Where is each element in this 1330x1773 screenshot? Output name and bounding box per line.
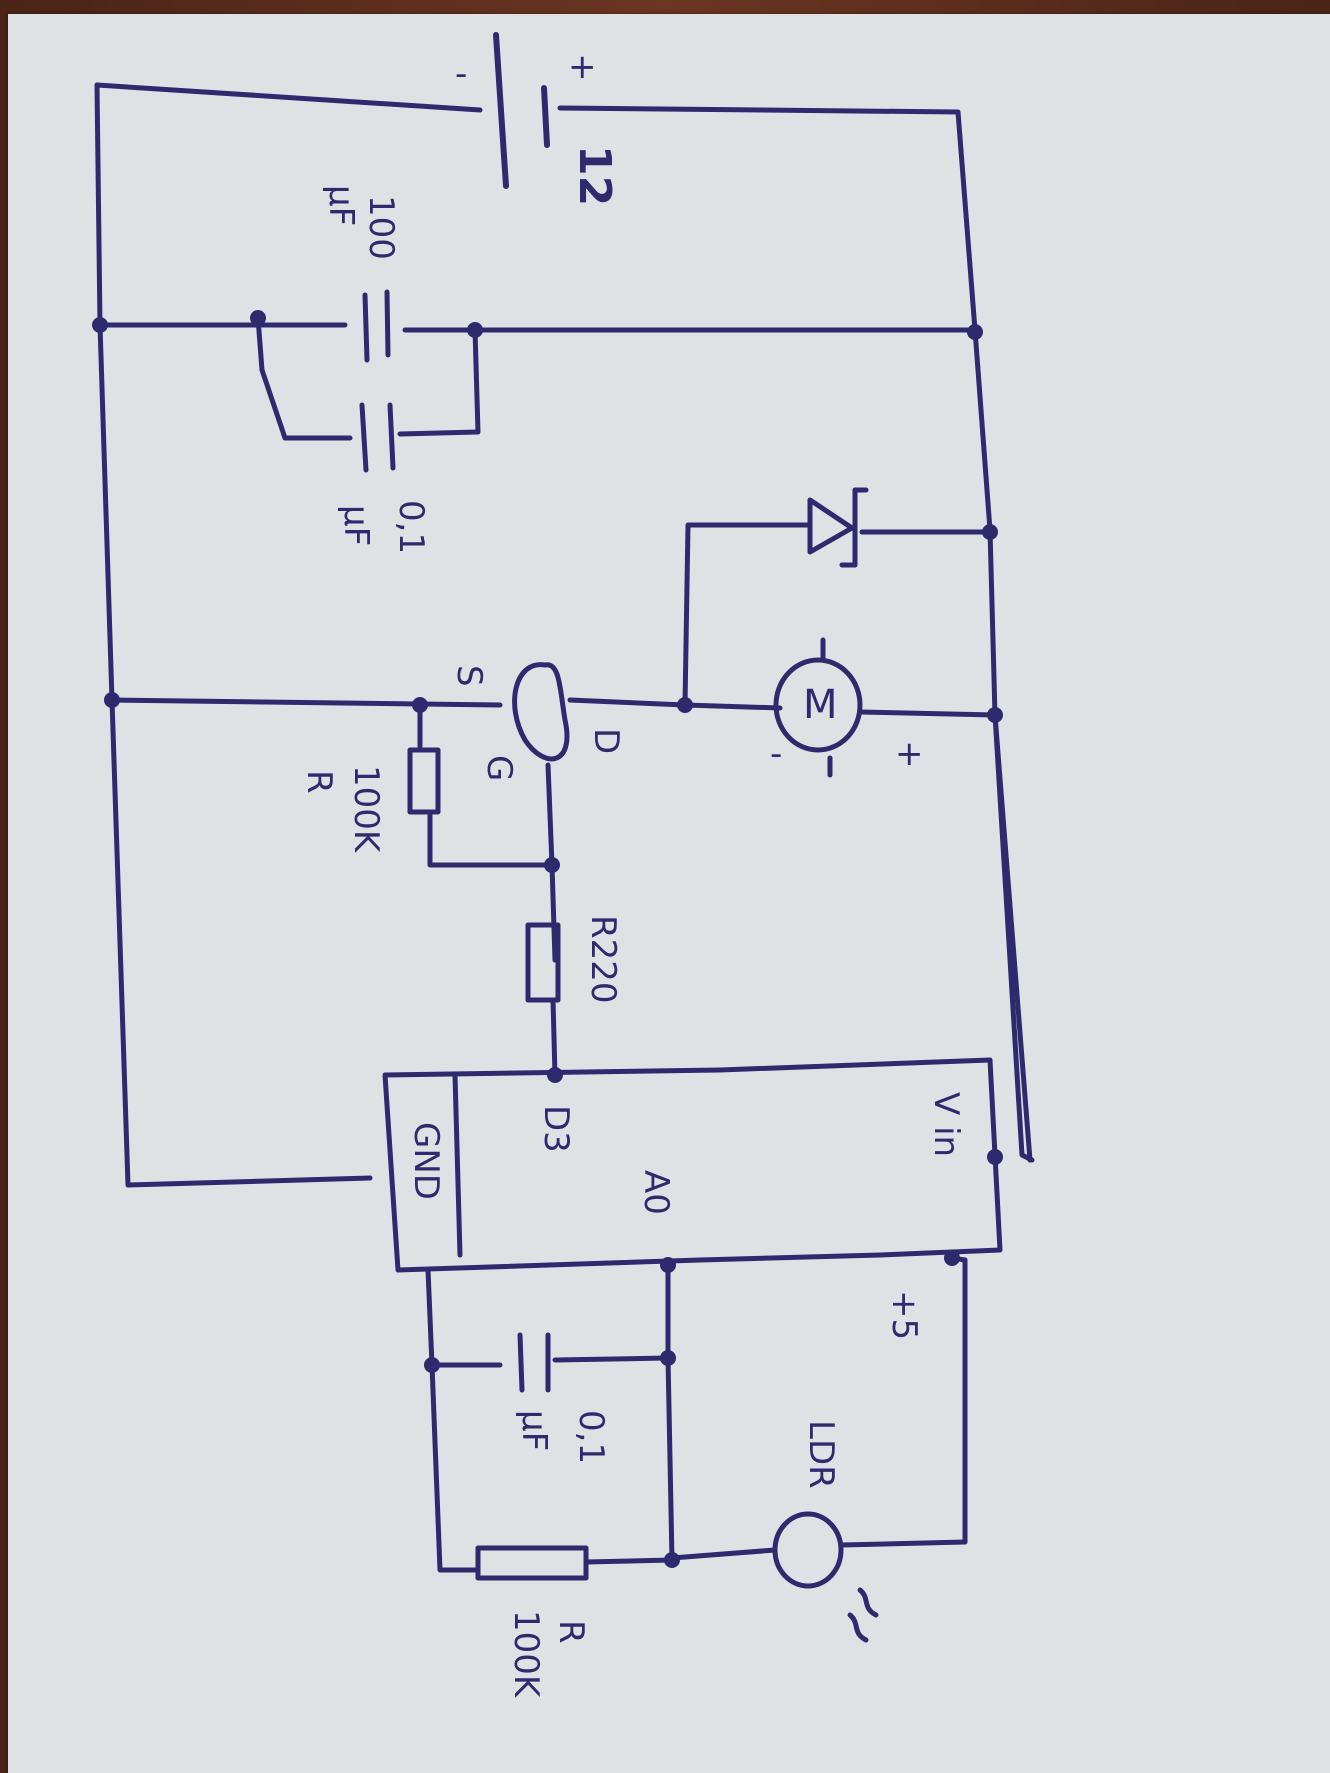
battery-minus-label: -	[455, 54, 467, 94]
junction-dot	[467, 322, 483, 338]
junction-dot	[412, 697, 428, 713]
gate-resistor-label: R220	[583, 915, 623, 1004]
mosfet-gate-label: G	[479, 755, 519, 781]
ldr-pulldown-label: R	[551, 1620, 591, 1644]
ground-rail	[94, 82, 483, 1188]
junction-dots	[92, 310, 1003, 1568]
battery-voltage-label: 12	[569, 145, 620, 206]
junction-dot	[987, 1149, 1003, 1165]
junction-dot	[250, 310, 266, 326]
junction-dot	[677, 697, 693, 713]
mcu-gnd-label: GND	[406, 1122, 446, 1200]
gate-pulldown-resistor: 100K R	[299, 702, 555, 868]
junction-dot	[660, 1350, 676, 1366]
mcu-d3-label: D3	[536, 1105, 576, 1153]
cap-0-1uf-unit: µF	[336, 505, 376, 546]
capacitor-100uf: 100 µF	[97, 185, 978, 363]
mcu-a0-label: A0	[636, 1170, 676, 1215]
gate-resistor-r220: R220	[525, 915, 623, 1078]
light-arrow-icon	[857, 1587, 879, 1618]
ldr-pulldown-resistor: R 100K	[429, 1362, 675, 1699]
mcu-5v-label: +5	[884, 1290, 924, 1340]
junction-dot	[92, 317, 108, 333]
cap-100uf-unit: µF	[321, 185, 361, 226]
a0-node-wire	[665, 1262, 675, 1563]
junction-dot	[660, 1257, 676, 1273]
battery-plus-label: +	[568, 47, 597, 87]
capacitor-0-1uf-bulk: 0,1 µF	[255, 315, 481, 554]
adc-cap-value: 0,1	[571, 1410, 611, 1464]
junction-dot	[967, 324, 983, 340]
ldr-pulldown-value: 100K	[506, 1610, 546, 1699]
mosfet-source-label: S	[449, 665, 489, 687]
ldr-label: LDR	[801, 1420, 841, 1489]
junction-dot	[987, 707, 1003, 723]
gate-pulldown-value: 100K	[346, 765, 386, 854]
mcu-vin-label: V in	[926, 1092, 966, 1157]
flyback-diode	[682, 487, 993, 708]
battery-12v: - + 12	[455, 32, 620, 206]
adc-filter-capacitor: 0,1 µF	[425, 1267, 671, 1464]
junction-dot	[104, 692, 120, 708]
light-arrow-icon	[847, 1612, 869, 1643]
microcontroller-board: GND D3 A0 V in +5	[382, 1057, 1003, 1340]
positive-rail	[557, 105, 1035, 1163]
motor-label: M	[803, 682, 838, 728]
gate-pulldown-label: R	[299, 770, 339, 794]
junction-dot	[544, 857, 560, 873]
motor: M + -	[682, 637, 998, 778]
junction-dot	[664, 1552, 680, 1568]
motor-plus-label: +	[895, 734, 924, 774]
junction-dot	[944, 1250, 960, 1266]
motor-minus-label: -	[770, 734, 782, 774]
mosfet-drain-label: D	[586, 728, 626, 754]
junction-dot	[424, 1357, 440, 1373]
junction-dot	[982, 524, 998, 540]
adc-cap-unit: µF	[514, 1410, 554, 1451]
junction-dot	[547, 1067, 563, 1083]
cap-0-1uf-value: 0,1	[391, 500, 431, 554]
cap-100uf-value: 100	[361, 195, 401, 260]
